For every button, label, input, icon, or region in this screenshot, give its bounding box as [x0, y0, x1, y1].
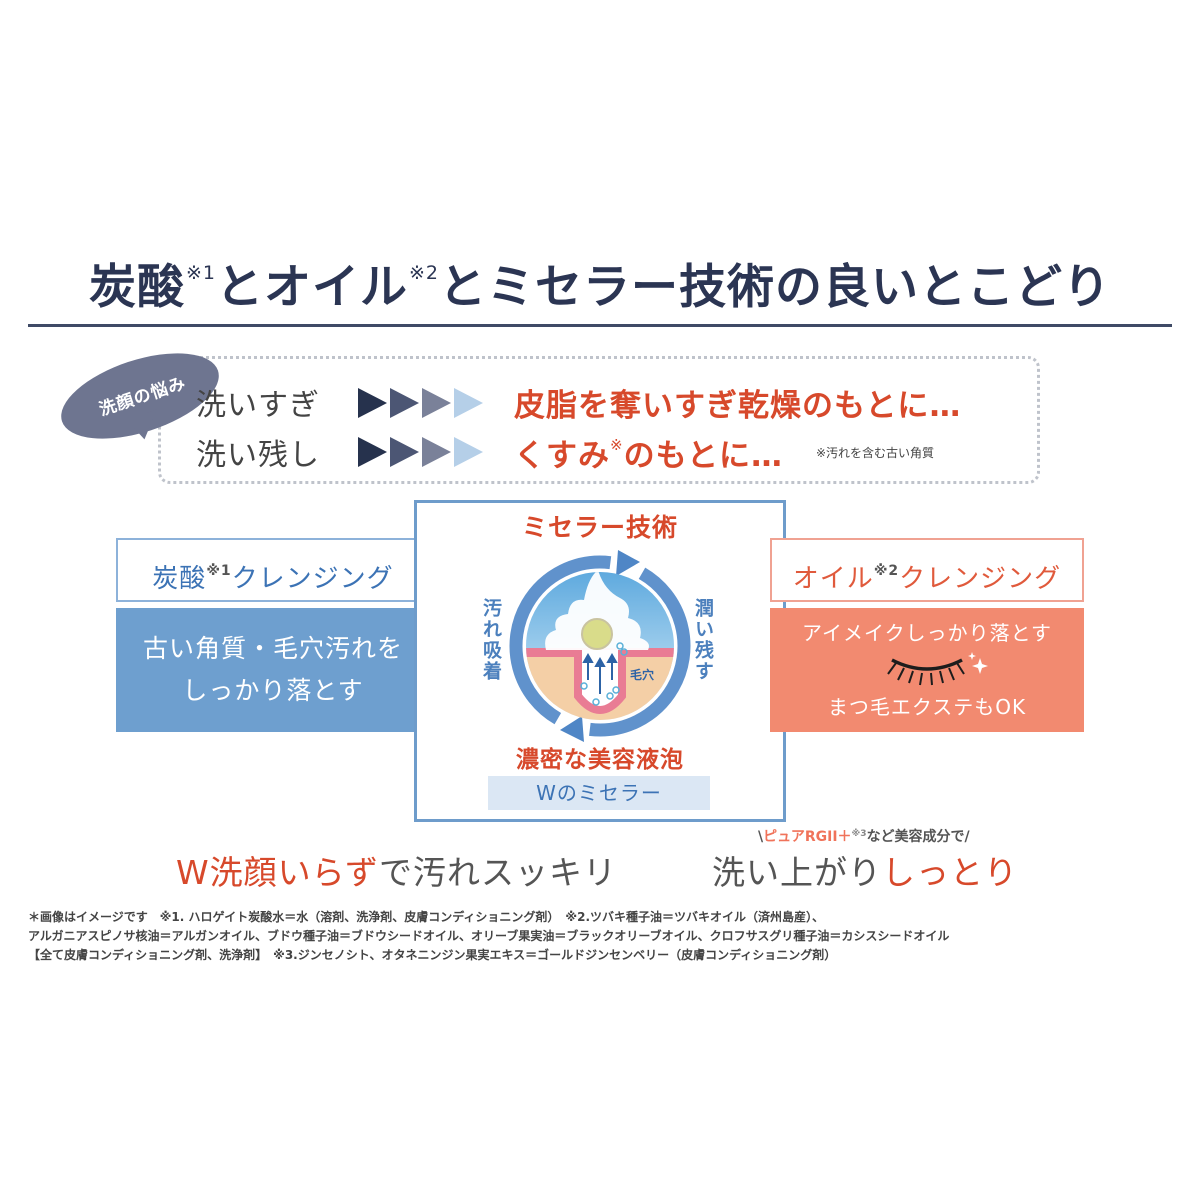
note-open: \	[758, 829, 764, 845]
pore-label: 毛穴	[630, 667, 654, 682]
micelle-card	[414, 500, 786, 822]
headline-part1: 炭酸	[88, 260, 185, 315]
triangle-arrow-icon	[358, 388, 387, 418]
tagline-highlight: W洗顔いらず	[176, 853, 379, 892]
headline-divider	[28, 324, 1172, 327]
oil-cleansing-title: オイル※2クレンジング	[770, 538, 1084, 602]
title-suffix: クレンジング	[899, 564, 1062, 594]
headline-sup1: ※1	[185, 262, 216, 284]
result-sup: ※	[610, 436, 624, 454]
tagline-clean: W洗顔いらずで汚れスッキリ	[176, 846, 617, 894]
concern-over-wash-label: 洗いすぎ	[196, 388, 320, 423]
triangle-arrow-icon	[454, 437, 483, 467]
body-line1: アイメイクしっかり落とす	[802, 621, 1052, 645]
micelle-cycle-diagram: 毛穴	[509, 550, 691, 742]
moisture-retain-label: 潤い残す	[692, 598, 714, 682]
triangle-arrow-icon	[390, 388, 419, 418]
triangle-arrow-icon	[390, 437, 419, 467]
triangle-arrow-icon	[454, 388, 483, 418]
eyelash-icon	[770, 648, 1084, 692]
title-sup: ※1	[206, 563, 232, 579]
body-line1: 古い角質・毛穴汚れを	[142, 634, 403, 663]
body-line2: しっかり落とす	[182, 676, 364, 705]
footnote-line: 【全て皮膚コンディショニング剤、洗浄剤】 ※3.ジンセノシト、オタネニンジン果実…	[28, 948, 837, 962]
note-highlight: ピュアRGII＋	[763, 829, 852, 845]
concern-under-wash-label: 洗い残し	[196, 438, 320, 473]
triangle-arrow-icon	[358, 437, 387, 467]
title-prefix: 炭酸	[152, 564, 207, 594]
tagline-ingredient-note: \ピュアRGII＋※3など美容成分で/	[758, 826, 970, 846]
headline: 炭酸※1とオイル※2とミセラー技術の良いとこどり	[0, 248, 1200, 317]
headline-part3: とミセラー技術の良いとこどり	[439, 260, 1112, 315]
title-suffix: クレンジング	[231, 564, 394, 594]
body-line2: まつ毛エクステもOK	[827, 695, 1027, 719]
headline-sup2: ※2	[409, 262, 440, 284]
carbonic-cleansing-title: 炭酸※1クレンジング	[116, 538, 430, 602]
tagline-moist: 洗い上がりしっとり	[712, 846, 1018, 894]
title-sup: ※2	[873, 563, 900, 579]
dense-foam-label: 濃密な美容液泡	[516, 747, 684, 773]
dullness-footnote: ※汚れを含む古い角質	[816, 446, 935, 460]
carbonic-cleansing-body: 古い角質・毛穴汚れを しっかり落とす	[116, 608, 430, 732]
headline-part2: とオイル	[216, 260, 408, 315]
triangle-arrow-icon	[422, 388, 451, 418]
footnote-line: アルガニアスピノサ核油＝アルガンオイル、ブドウ種子油＝ブドウシードオイル、オリー…	[28, 929, 950, 943]
note-sup: ※3	[851, 829, 867, 839]
oil-cleansing-body: アイメイクしっかり落とす まつ毛エクステもOK	[770, 608, 1084, 732]
tagline-rest: 洗い上がり	[712, 853, 882, 892]
dirt-adsorption-label: 汚れ吸着	[480, 598, 502, 682]
result-prefix: くすみ	[514, 438, 610, 474]
triangle-arrow-icon	[422, 437, 451, 467]
note-rest: など美容成分で/	[866, 829, 970, 845]
arrow-group-row1	[358, 388, 483, 418]
footnote-line: ＊画像はイメージです ※1. ハロゲイト炭酸水＝水（溶剤、洗浄剤、皮膚コンディシ…	[28, 910, 825, 924]
title-prefix: オイル	[792, 564, 874, 594]
tagline-rest: で汚れスッキリ	[378, 853, 617, 892]
concern-under-wash-result: くすみ※のもとに…	[514, 430, 783, 475]
tagline-highlight: しっとり	[882, 853, 1018, 892]
concern-over-wash-result: 皮脂を奪いすぎ乾燥のもとに…	[514, 388, 962, 424]
arrow-group-row2	[358, 437, 483, 467]
result-suffix: のもとに…	[623, 438, 783, 474]
w-micelle-badge: Wのミセラー	[488, 776, 710, 810]
footnotes: ＊画像はイメージです ※1. ハロゲイト炭酸水＝水（溶剤、洗浄剤、皮膚コンディシ…	[28, 908, 1178, 965]
micelle-title: ミセラー技術	[521, 513, 678, 542]
